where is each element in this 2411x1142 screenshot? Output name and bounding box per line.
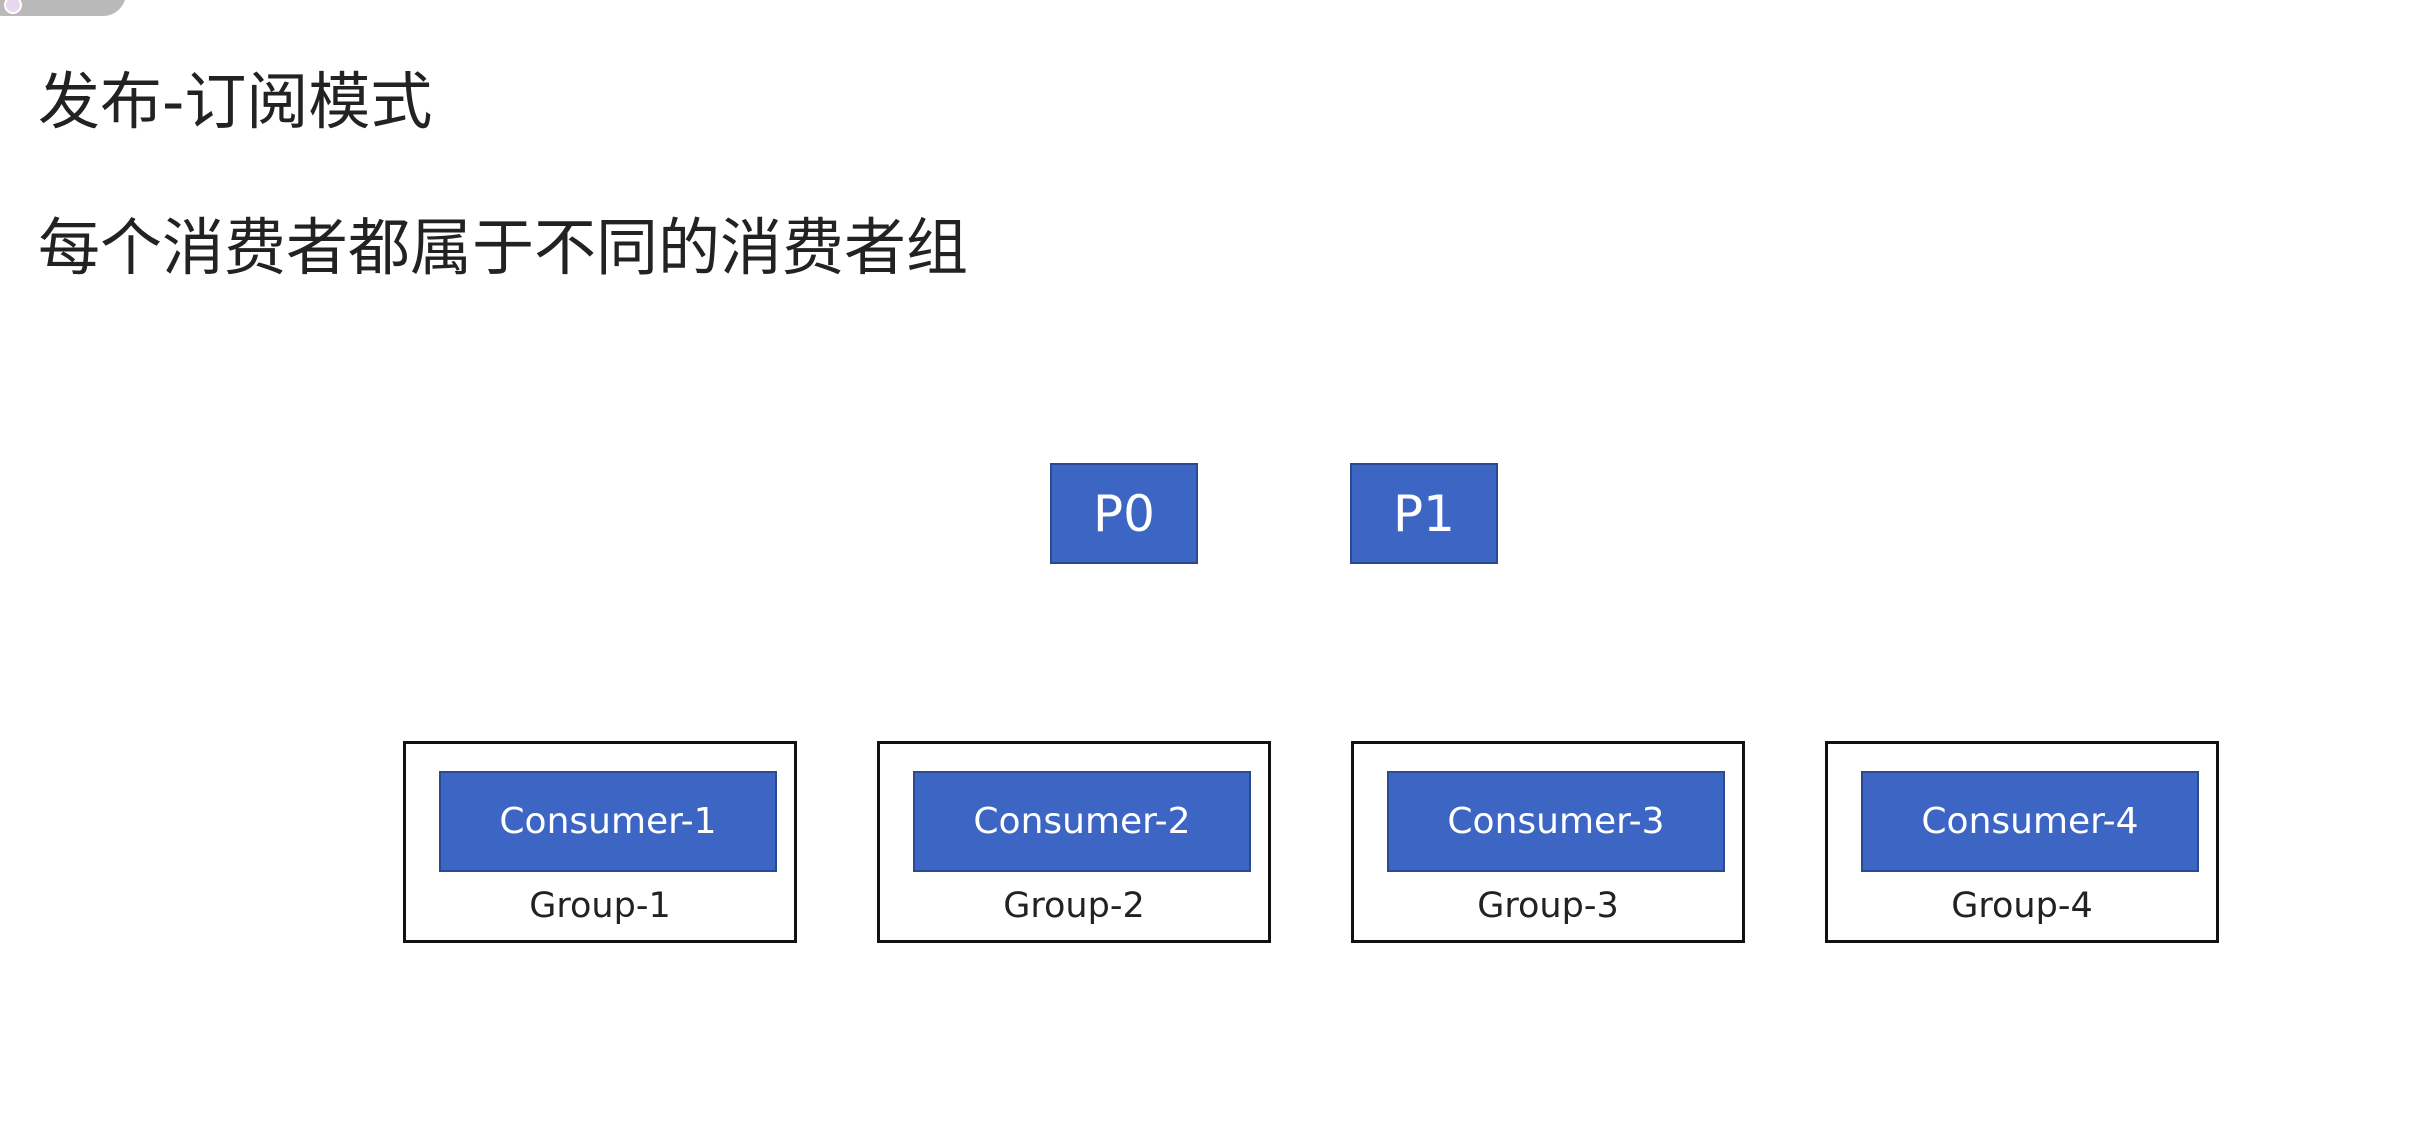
slide-title: 发布-订阅模式 (38, 65, 433, 138)
consumer-group-2: Consumer-2 Group-2 (877, 741, 1271, 943)
consumer-group-4: Consumer-4 Group-4 (1825, 741, 2219, 943)
consumer-2: Consumer-2 (913, 771, 1251, 872)
badge-icon (4, 0, 22, 14)
consumer-4: Consumer-4 (1861, 771, 2199, 872)
group-label-2: Group-2 (1003, 886, 1145, 926)
slide-subtitle: 每个消费者都属于不同的消费者组 (38, 211, 969, 284)
partition-p0: P0 (1050, 463, 1198, 564)
consumer-3: Consumer-3 (1387, 771, 1725, 872)
partition-p1: P1 (1350, 463, 1498, 564)
group-label-3: Group-3 (1477, 886, 1619, 926)
group-label-1: Group-1 (529, 886, 671, 926)
group-label-4: Group-4 (1951, 886, 2093, 926)
corner-badge (0, 0, 126, 16)
consumer-group-1: Consumer-1 Group-1 (403, 741, 797, 943)
consumer-1: Consumer-1 (439, 771, 777, 872)
consumer-group-3: Consumer-3 Group-3 (1351, 741, 1745, 943)
